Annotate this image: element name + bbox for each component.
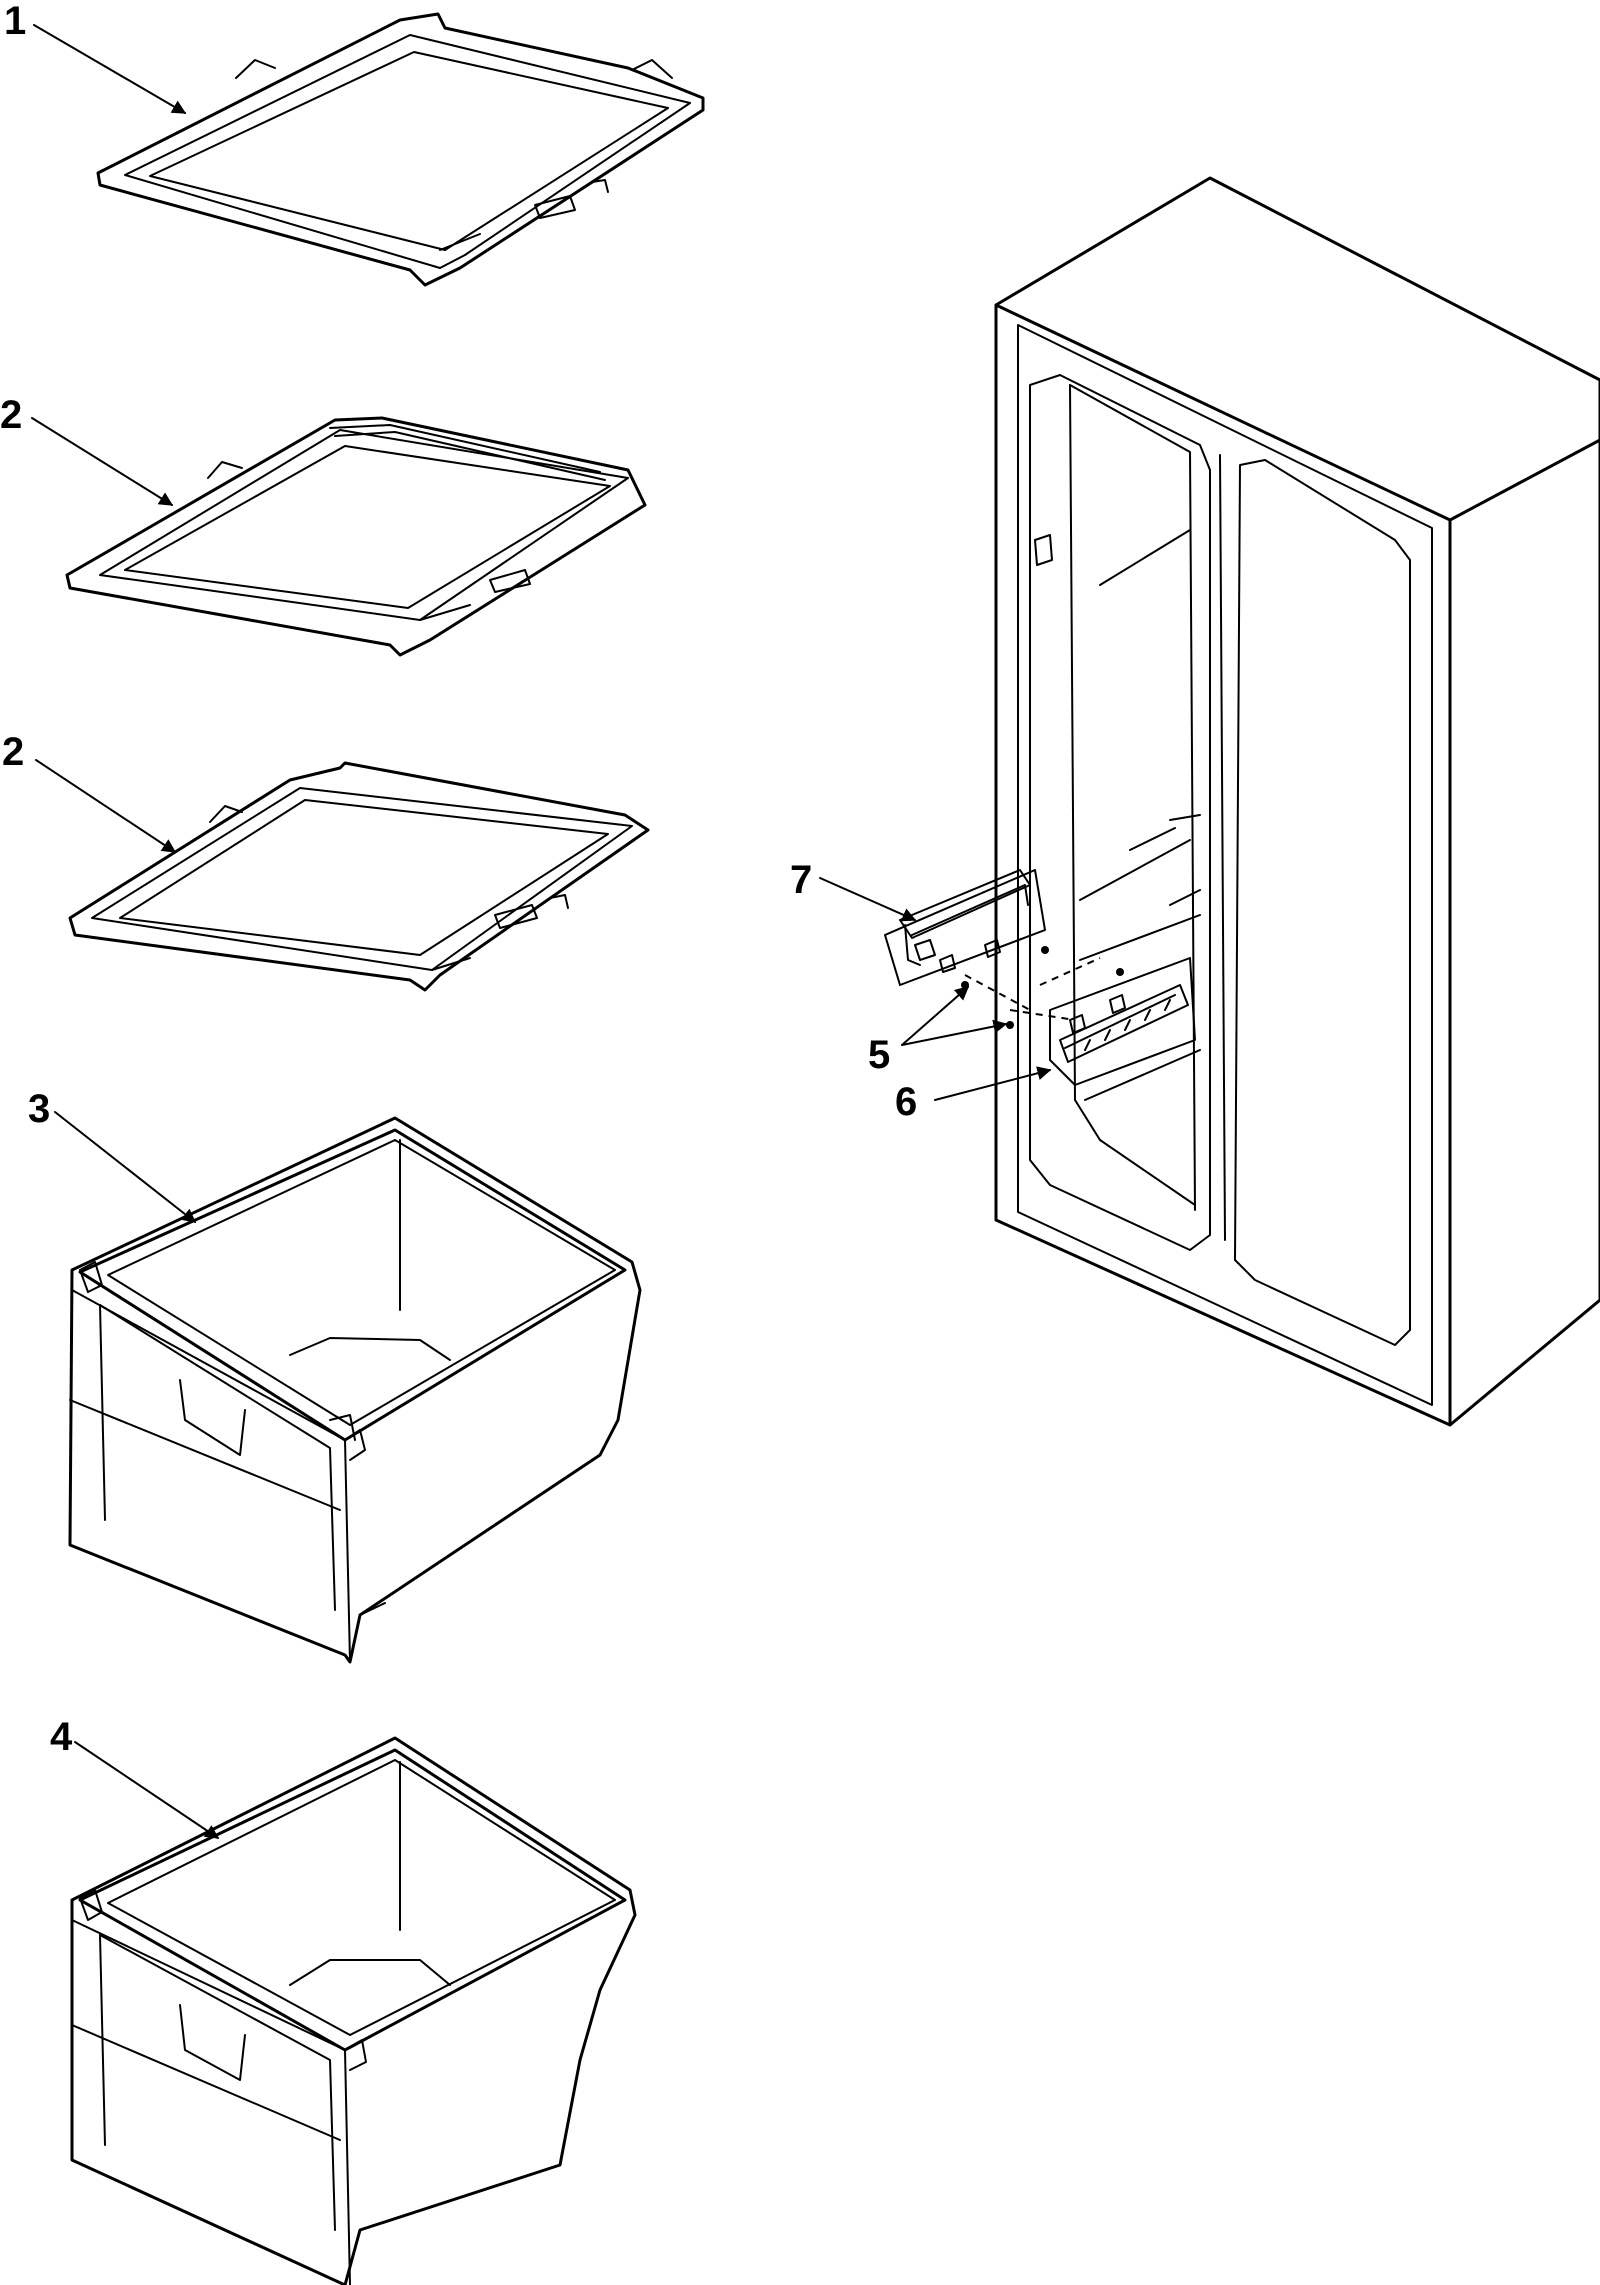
shelf-2-lower bbox=[68, 761, 650, 992]
shelf-2-upper bbox=[65, 416, 647, 657]
callout-2-upper: 2 bbox=[0, 393, 22, 437]
callout-5: 5 bbox=[868, 1033, 890, 1077]
callout-6: 6 bbox=[895, 1080, 917, 1124]
callout-1: 1 bbox=[4, 0, 26, 43]
leader-lines bbox=[31, 24, 1052, 1839]
shelf-1 bbox=[96, 12, 705, 287]
callout-4: 4 bbox=[50, 1715, 73, 1759]
crisper-drawer-3 bbox=[68, 1116, 642, 1664]
shelf-rail-assembly bbox=[884, 869, 1196, 1086]
callout-3: 3 bbox=[28, 1087, 50, 1131]
callout-7: 7 bbox=[790, 858, 812, 902]
crisper-drawer-4 bbox=[70, 1736, 637, 2285]
refrigerator-cabinet bbox=[994, 176, 1600, 1427]
callout-labels: 1 2 2 3 4 5 6 7 bbox=[0, 0, 917, 1759]
callout-2-lower: 2 bbox=[2, 730, 24, 774]
